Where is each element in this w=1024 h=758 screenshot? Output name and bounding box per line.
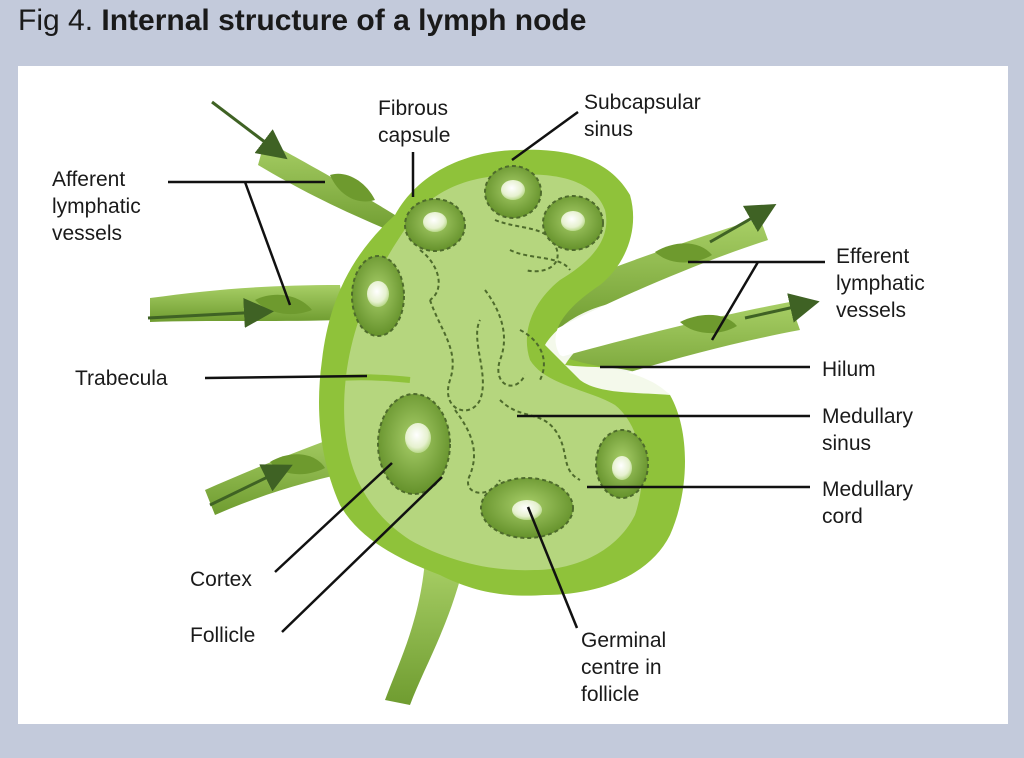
flow-arrows <box>147 100 820 507</box>
follicle-7 <box>595 429 649 499</box>
follicle-6 <box>480 477 574 539</box>
follicle-3 <box>542 195 604 251</box>
label-follicle: Follicle <box>190 624 256 647</box>
medullary-cords <box>419 219 581 494</box>
label-medullary-cord: Medullary cord <box>822 478 914 528</box>
label-medullary-sinus: Medullary sinus <box>822 405 914 455</box>
label-trabecula: Trabecula <box>75 367 168 390</box>
label-cortex: Cortex <box>190 568 252 591</box>
follicle-2 <box>484 165 542 219</box>
label-fibrous-capsule: Fibrous capsule <box>378 97 451 147</box>
leader-lines <box>168 110 825 633</box>
vessel-bottom <box>385 560 465 705</box>
label-subcapsular-sinus: Subcapsular sinus <box>584 91 701 141</box>
follicle-1 <box>404 198 466 252</box>
follicle-4 <box>351 255 405 337</box>
afferent-vessel-top <box>258 140 400 235</box>
label-efferent-lymphatic-vessels: Efferent lymphatic vessels <box>836 245 925 322</box>
figure-title: Fig 4. Internal structure of a lymph nod… <box>18 4 586 38</box>
trabecula <box>339 374 411 383</box>
figure-number: Fig 4. <box>18 4 94 37</box>
label-hilum: Hilum <box>822 358 876 381</box>
efferent-vessel-upper <box>535 218 768 335</box>
hilum <box>545 300 670 395</box>
figure-title-text: Internal structure of a lymph node <box>101 4 587 37</box>
label-germinal-centre-in-follicle: Germinal centre in follicle <box>581 629 667 706</box>
follicle-5 <box>377 393 451 495</box>
label-afferent-lymphatic-vessels: Afferent lymphatic vessels <box>52 168 141 245</box>
